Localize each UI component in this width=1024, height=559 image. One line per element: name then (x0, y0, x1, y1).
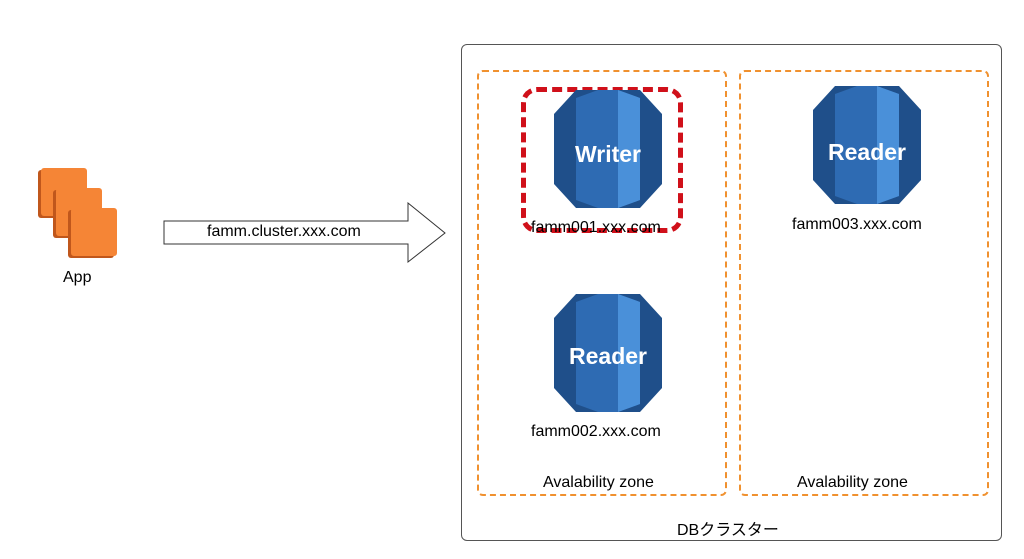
endpoint-label: famm.cluster.xxx.com (207, 223, 361, 240)
availability-zone-2 (739, 70, 989, 496)
aurora-reader-icon: Reader (554, 294, 662, 412)
availability-zone-label: Avalability zone (797, 474, 908, 491)
instance-role: Writer (575, 141, 641, 167)
aurora-writer-icon: Writer (554, 90, 662, 208)
db-cluster (461, 44, 1002, 541)
aurora-reader-icon: Reader (813, 86, 921, 204)
availability-zone-label: Avalability zone (543, 474, 654, 491)
instance-host: famm001.xxx.com (531, 219, 661, 236)
cluster-label: DBクラスター (677, 522, 779, 539)
writer-highlight (521, 87, 683, 233)
instance-host: famm002.xxx.com (531, 423, 661, 440)
instance-host: famm003.xxx.com (792, 216, 922, 233)
availability-zone-1 (477, 70, 727, 496)
app-label: App (63, 269, 92, 286)
instance-role: Reader (569, 343, 647, 369)
endpoint-arrow (163, 202, 446, 264)
instance-role: Reader (828, 139, 906, 165)
app-node: App (38, 168, 124, 288)
ec2-instances-icon (38, 168, 117, 258)
